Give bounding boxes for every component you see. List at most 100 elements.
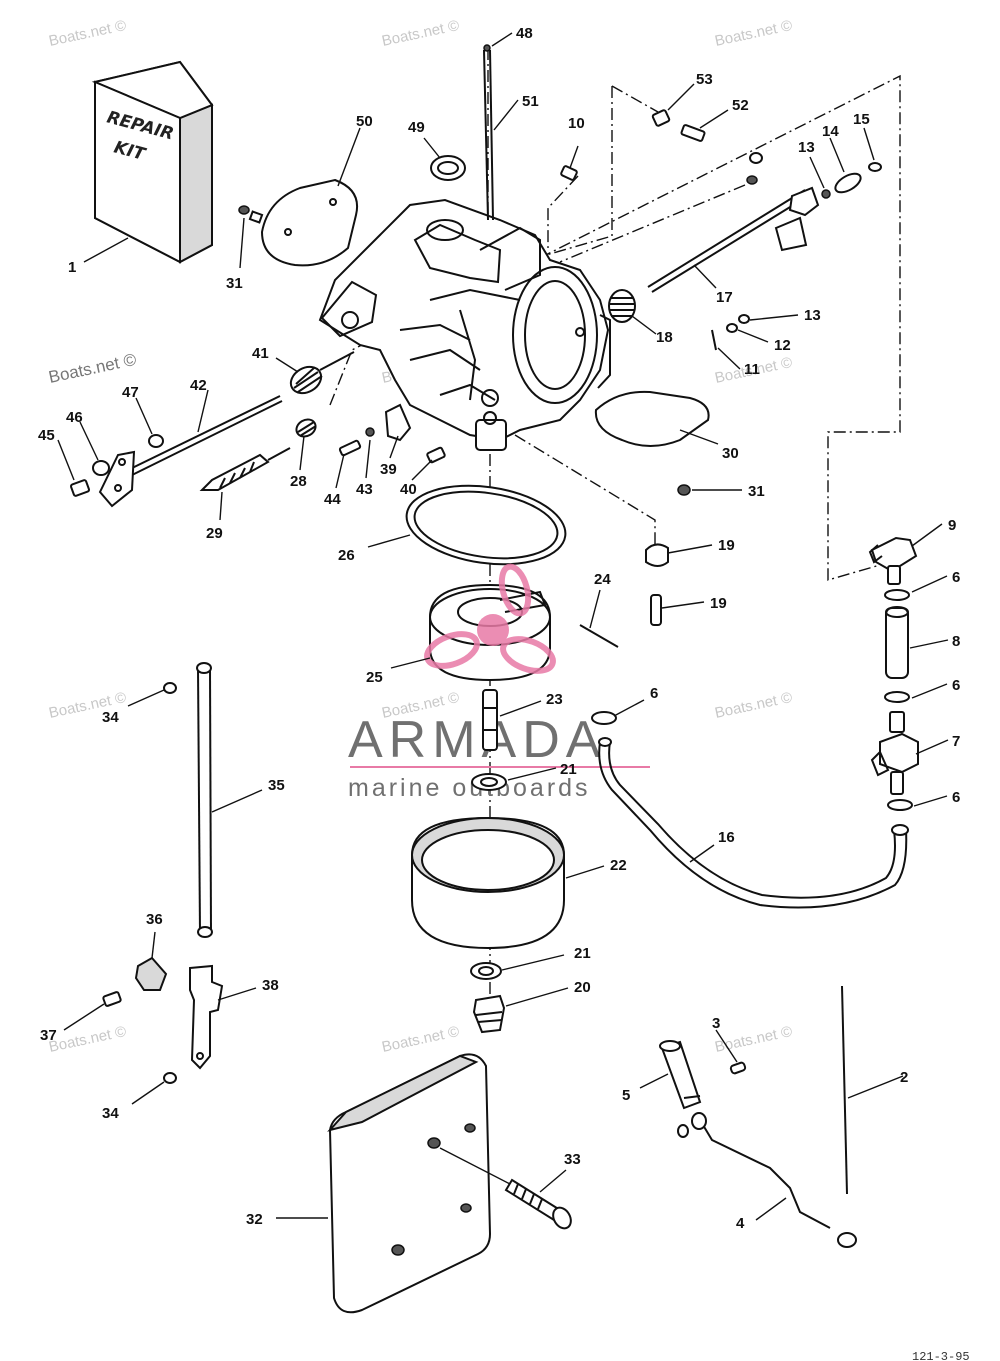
lever-38 (189, 964, 224, 1070)
repair-kit-box: REPAIR KIT (91, 60, 214, 264)
callout-label: 9 (948, 517, 956, 534)
document-number: 121-3-95 (912, 1350, 970, 1361)
callout-label: 22 (610, 857, 627, 874)
carburetor-body (318, 198, 611, 451)
callout-label: 4 (736, 1215, 745, 1232)
rod-2 (841, 985, 848, 1195)
callout-label: 17 (716, 289, 733, 306)
clip-34-upper (163, 682, 177, 694)
callout-label: 13 (798, 139, 815, 156)
callout-label: 45 (38, 427, 55, 444)
screw-44 (338, 439, 362, 457)
part-15 (868, 162, 882, 172)
callout-label: 21 (574, 945, 591, 962)
callout-numbers: 1 2 3 4 5 6 6 6 6 7 8 9 10 11 12 13 13 1… (38, 25, 960, 1232)
callout-label: 5 (622, 1087, 630, 1104)
callout-label: 51 (522, 93, 539, 110)
throttle-shaft-17 (647, 186, 820, 293)
screw-31-top (238, 205, 264, 224)
callout-label: 39 (380, 461, 397, 478)
callout-label: 31 (748, 483, 765, 500)
watermark-text: Boats.net © (380, 1023, 460, 1056)
clamp-6-a (884, 589, 910, 601)
part-12 (726, 323, 738, 333)
part-13-mid (738, 314, 750, 324)
callout-label: 8 (952, 633, 960, 650)
shaft-42 (98, 395, 283, 508)
callout-label: 16 (718, 829, 735, 846)
float-bowl-22 (411, 816, 565, 950)
callout-label: 53 (696, 71, 713, 88)
screw-33 (439, 1147, 572, 1230)
nut-47 (148, 434, 164, 448)
callout-label: 19 (710, 595, 727, 612)
callout-label: 37 (40, 1027, 57, 1044)
fuel-hose-16 (598, 737, 909, 909)
screw-31-right (677, 484, 691, 496)
fitting-19-upper (645, 543, 669, 567)
callout-label: 6 (952, 789, 960, 806)
callout-label: 6 (952, 569, 960, 586)
callout-label: 50 (356, 113, 373, 130)
callout-label: 52 (732, 97, 749, 114)
callout-label: 29 (206, 525, 223, 542)
callout-label: 20 (574, 979, 591, 996)
watermark-text: Boats.net © (713, 689, 793, 722)
washer-21-lower (470, 962, 502, 980)
spring-28 (295, 418, 317, 438)
callout-label: 7 (952, 733, 960, 750)
washer-46 (92, 460, 110, 476)
callout-label: 28 (290, 473, 307, 490)
clip-39 (384, 403, 412, 442)
brand-name: ARMADA (348, 711, 606, 769)
callout-label: 41 (252, 345, 269, 362)
part-13-top (821, 189, 831, 199)
screw-43 (365, 427, 375, 437)
watermark-text: Boats.net © (380, 17, 460, 50)
bracket-36 (134, 956, 168, 991)
callout-label: 6 (650, 685, 658, 702)
needle-29 (199, 447, 291, 491)
screw-10 (560, 165, 578, 181)
watermark-text: Boats.net © (713, 17, 793, 50)
callout-label: 15 (853, 111, 870, 128)
link-rod-35 (196, 662, 213, 938)
callout-label: 23 (546, 691, 563, 708)
watermark-text: Boats.net © (713, 1023, 793, 1056)
clamp-6-c (887, 799, 913, 811)
part-14 (834, 172, 862, 194)
callout-leaders (57, 32, 949, 1221)
callout-label: 44 (324, 491, 341, 508)
callout-label: 30 (722, 445, 739, 462)
callout-label: 14 (822, 123, 839, 140)
callout-label: 3 (712, 1015, 720, 1032)
callout-label: 48 (516, 25, 533, 42)
screw-17-top (746, 152, 763, 185)
callout-label: 46 (66, 409, 83, 426)
fitting-19-lower (650, 594, 662, 626)
callout-label: 6 (952, 677, 960, 694)
callout-label: 18 (656, 329, 673, 346)
needle-23 (482, 689, 498, 751)
pin-24 (579, 624, 619, 648)
gasket-30 (594, 390, 710, 447)
link-4 (677, 1112, 857, 1248)
callout-label: 13 (804, 307, 821, 324)
callout-label: 36 (146, 911, 163, 928)
watermark-text: Boats.net © (47, 1023, 127, 1056)
screw-45 (69, 479, 91, 497)
washer-21-upper (471, 773, 507, 791)
callout-label: 11 (744, 361, 760, 378)
screw-37 (102, 991, 122, 1007)
clip-34-lower (163, 1072, 177, 1084)
callout-label: 34 (102, 1105, 119, 1122)
callout-label: 1 (68, 259, 76, 276)
screw-52 (680, 124, 706, 142)
callout-label: 10 (568, 115, 585, 132)
clamp-6-d (591, 711, 617, 725)
rod-51 (483, 44, 494, 221)
callout-label: 49 (408, 119, 425, 136)
screw-53 (651, 109, 671, 127)
